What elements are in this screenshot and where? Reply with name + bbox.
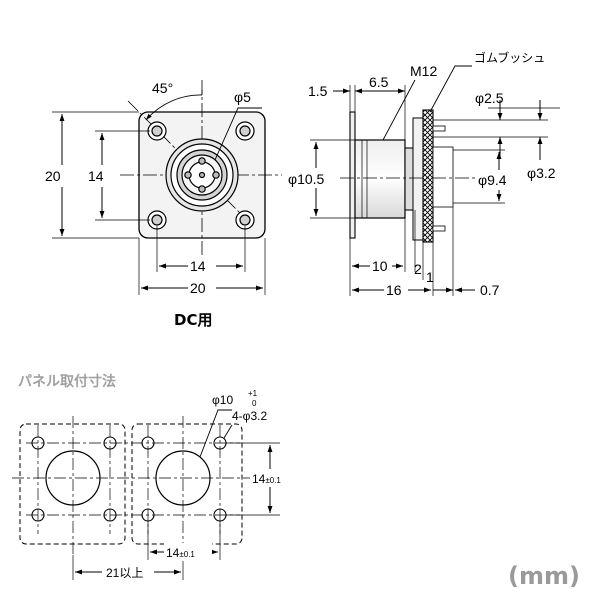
label-mount-holes: 4-φ3.2 [232,409,267,423]
contact-pin [212,171,220,179]
mounting-holes [147,121,255,230]
label-angle: 45° [152,80,173,96]
label-pitch-h-panel: 14±0.1 [166,546,195,560]
panel-hole-left [45,450,101,506]
label-dia-10-5: φ10.5 [288,171,325,187]
rubber-bushing [422,109,434,243]
label-height: 20 [45,168,61,184]
label-dia-3-2: φ3.2 [527,165,556,181]
caption-dc: DC用 [174,311,212,329]
contact-pin [198,171,206,179]
label-pitch-h: 14 [190,258,206,274]
label-len-0-7: 0.7 [480,282,500,298]
panel-mount-hole [103,508,117,522]
label-len-1: 1 [426,269,434,285]
label-pitch-v-panel: 14±0.1 [252,472,281,486]
label-hole-tol-lower: 0 [252,399,257,408]
label-len-10: 10 [372,258,388,274]
panel-cutout [12,409,280,580]
panel-cutout-title: パネル取付寸法 [18,373,116,390]
front-view-labels: 45° φ5 20 14 14 20 DC用 [42,80,251,329]
panel-cutout-labels: φ10 +1 0 4-φ3.2 14±0.1 14±0.1 21以上 [102,389,294,581]
label-width: 20 [190,280,206,296]
label-spacing: 21以上 [106,566,143,580]
unit-label: (mm) [508,562,580,590]
label-6-5: 6.5 [369,74,389,90]
receptacle [165,138,239,212]
flange-edge [349,111,356,239]
label-dia-9-4: φ9.4 [478,172,507,188]
side-view-labels: 1.5 6.5 M12 ゴムブッシュ φ2.5 φ10.5 φ9.4 φ3.2 … [287,50,556,300]
label-thread: M12 [410,63,437,79]
label-pitch-v: 14 [88,168,104,184]
label-len-16: 16 [386,282,402,298]
panel-mount-hole [103,436,117,450]
label-bushing: ゴムブッシュ [474,50,545,65]
label-dia-2-5: φ2.5 [475,90,504,106]
contact-pin [184,171,192,179]
label-hole-dia: φ10 [212,393,233,407]
contact-pin [198,157,206,165]
contact-pin [198,185,206,193]
label-pin-dia: φ5 [234,89,251,105]
panel-mount-hole [31,508,45,522]
label-hole-tol-upper: +1 [248,389,258,398]
panel-hole-right [155,450,211,506]
cutout-outline-left [19,423,126,545]
panel-mount-hole [31,436,45,450]
side-view [310,65,560,296]
panel-mount-hole [141,436,155,450]
label-1-5: 1.5 [308,83,328,99]
label-len-2: 2 [414,261,422,277]
front-view [52,80,282,295]
threaded-body [354,139,406,219]
